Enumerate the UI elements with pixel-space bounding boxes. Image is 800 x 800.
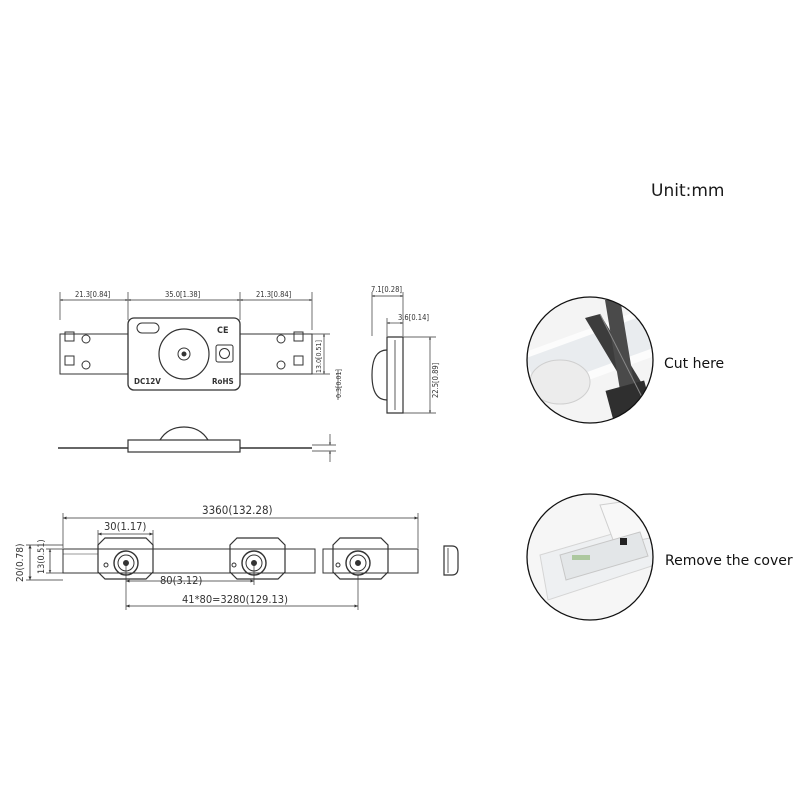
top-view (59, 292, 339, 400)
strip-view (26, 513, 459, 610)
ce-mark: CE (217, 326, 228, 336)
top-dim-center: 35.0[1.38] (165, 290, 201, 299)
strip-dim-inner-height: 13(0.51) (37, 539, 47, 574)
remove-cover-photo (526, 493, 654, 621)
top-dim-thickness: 0.3[0.01] (335, 369, 343, 398)
cut-caption: Cut here (664, 356, 724, 372)
side-dim-depth: 7.1[0.28] (371, 285, 402, 294)
top-dim-right: 21.3[0.84] (256, 290, 292, 299)
voltage-label: DC12V (134, 377, 161, 386)
front-profile-view (58, 426, 336, 462)
side-dim-base: 3.6[0.14] (398, 313, 429, 322)
strip-dim-outer-height: 20(0.78) (15, 544, 26, 583)
strip-dim-pitch: 80(3.12) (160, 574, 202, 587)
side-dim-height: 22.5[0.89] (431, 362, 440, 398)
remove-caption: Remove the cover (665, 553, 793, 569)
cut-photo (526, 296, 654, 424)
strip-dim-run: 41*80=3280(129.13) (182, 593, 288, 606)
top-dim-height: 13.0[0.51] (315, 340, 323, 373)
rohs-label: RoHS (212, 377, 234, 386)
unit-label: Unit:mm (651, 181, 724, 201)
top-dim-left: 21.3[0.84] (75, 290, 111, 299)
strip-dim-total-length: 3360(132.28) (202, 503, 273, 517)
strip-dim-module-width: 30(1.17) (104, 520, 146, 533)
side-view (371, 292, 436, 414)
